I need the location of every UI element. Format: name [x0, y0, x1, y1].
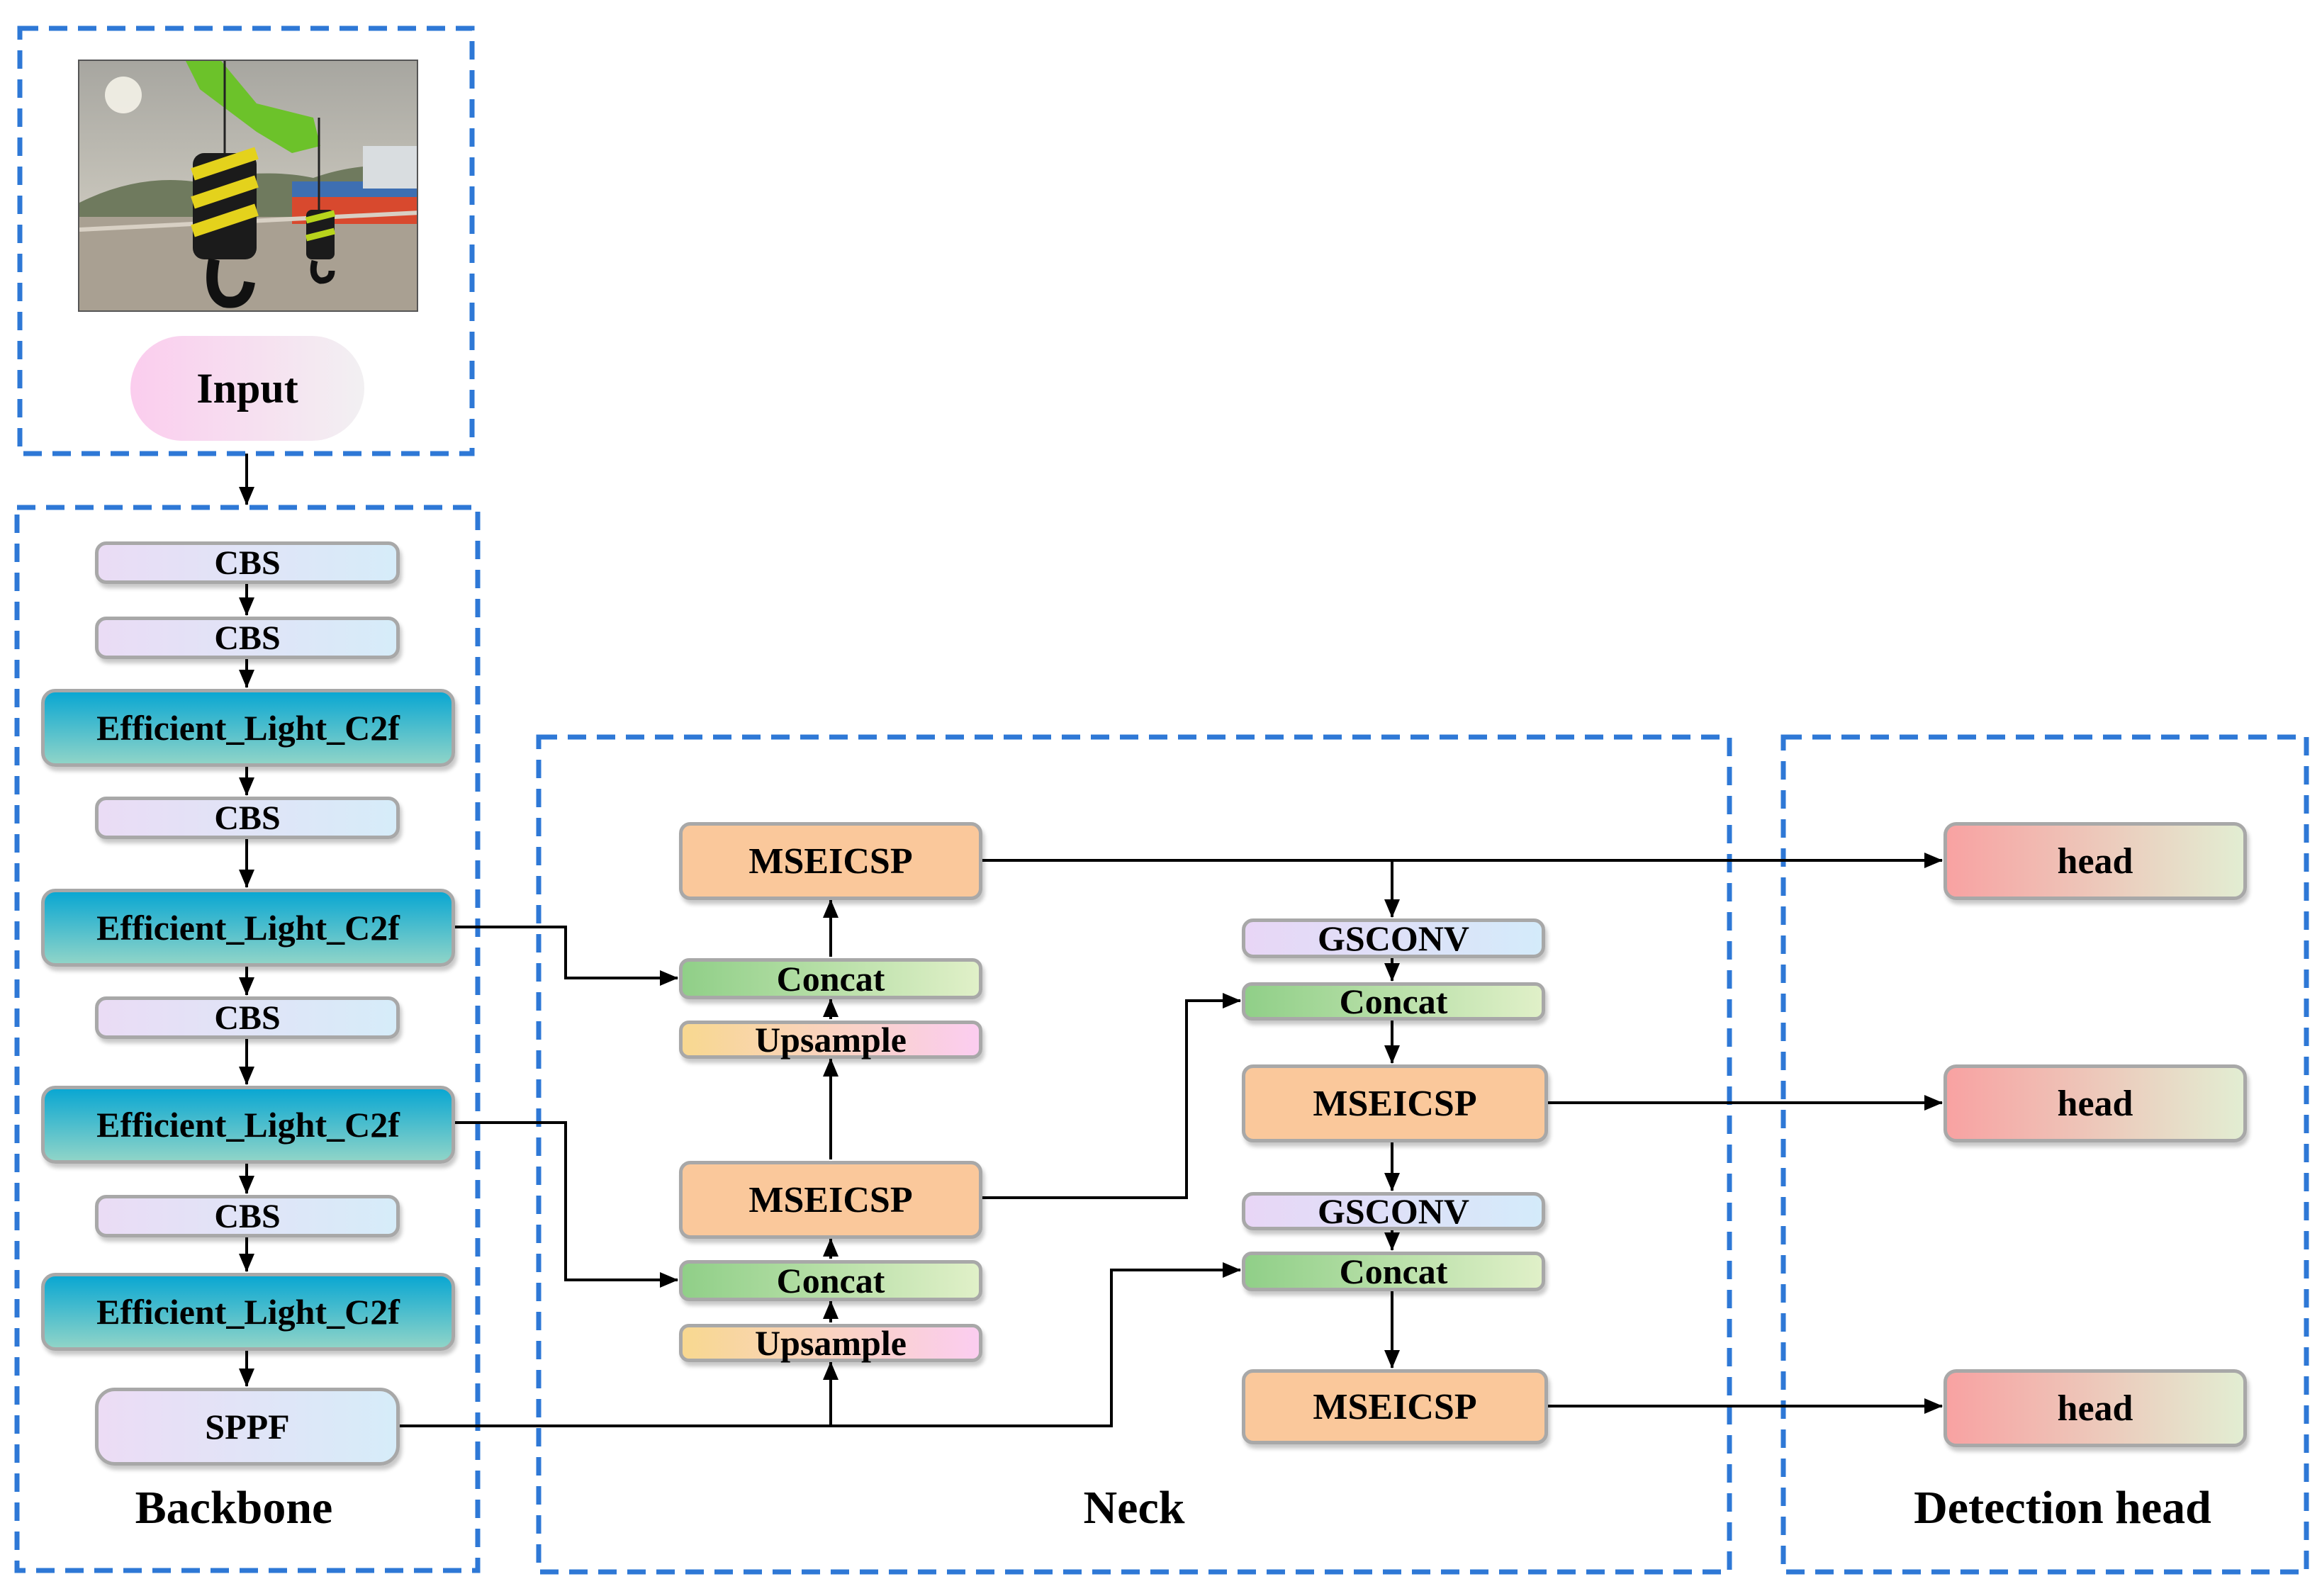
- neck-label: Neck: [1083, 1482, 1185, 1534]
- neck-concat-1: Concat: [679, 958, 982, 999]
- input-label: Input: [130, 336, 364, 441]
- detection-section-border: [1780, 734, 2309, 1575]
- backbone-efficient-light-c2f-2: Efficient_Light_C2f: [41, 889, 455, 967]
- backbone-efficient-light-c2f-1: Efficient_Light_C2f: [41, 689, 455, 767]
- arrow-elc2-to-concat1: [455, 926, 678, 986]
- backbone-section-border: [14, 505, 481, 1573]
- neck-concat-4: Concat: [1242, 1252, 1545, 1291]
- neck-upsample-2: Upsample: [679, 1323, 982, 1363]
- backbone-cbs-3: CBS: [95, 797, 400, 839]
- arrow-elc3-to-concat2: [455, 1121, 678, 1288]
- neck-msecsp-2: MSEICSP: [679, 1161, 982, 1239]
- backbone-label: Backbone: [135, 1482, 333, 1534]
- detection-head-label: Detection head: [1914, 1482, 2211, 1534]
- arrow-sppf-to-neck: [400, 1262, 1241, 1427]
- backbone-sppf: SPPF: [95, 1388, 400, 1466]
- backbone-cbs-4: CBS: [95, 996, 400, 1039]
- arrow-msecsp2-to-concat3: [982, 993, 1241, 1199]
- neck-msecsp-4: MSEICSP: [1242, 1369, 1548, 1444]
- backbone-cbs-5: CBS: [95, 1195, 400, 1237]
- neck-gsconv-2: GSCONV: [1242, 1191, 1545, 1231]
- detection-head-2: head: [1944, 1064, 2247, 1142]
- backbone-efficient-light-c2f-4: Efficient_Light_C2f: [41, 1273, 455, 1351]
- neck-msecsp-1: MSEICSP: [679, 822, 982, 900]
- neck-concat-3: Concat: [1242, 982, 1545, 1021]
- detection-head-3: head: [1944, 1369, 2247, 1447]
- backbone-cbs-2: CBS: [95, 617, 400, 659]
- neck-section-border: [536, 734, 1732, 1575]
- neck-msecsp-3: MSEICSP: [1242, 1064, 1548, 1142]
- backbone-efficient-light-c2f-3: Efficient_Light_C2f: [41, 1086, 455, 1164]
- input-image-crane-hook: [78, 60, 418, 312]
- backbone-cbs-1: CBS: [95, 541, 400, 584]
- neck-concat-2: Concat: [679, 1260, 982, 1301]
- input-section-border: [17, 26, 475, 456]
- detection-head-1: head: [1944, 822, 2247, 900]
- neck-gsconv-1: GSCONV: [1242, 918, 1545, 958]
- neck-upsample-1: Upsample: [679, 1020, 982, 1060]
